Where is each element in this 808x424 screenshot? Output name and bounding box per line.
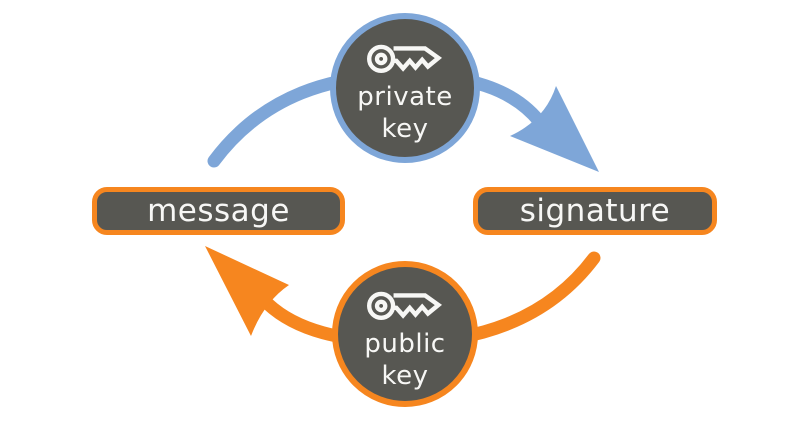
message-label: message — [147, 193, 290, 229]
key-icon — [367, 291, 443, 321]
signature-label: signature — [519, 193, 671, 229]
private-key-label-line2: key — [381, 114, 429, 144]
sign-arrowhead-icon — [510, 86, 599, 172]
signature-node: signature — [473, 187, 717, 235]
public-key-label: public key — [364, 328, 445, 392]
verify-arrowhead-icon — [205, 246, 289, 336]
private-key-label-line1: private — [357, 82, 453, 112]
public-key-label-line2: key — [381, 361, 429, 391]
key-icon — [367, 44, 443, 74]
public-key-node: public key — [332, 261, 478, 407]
private-key-node: private key — [330, 13, 480, 163]
message-node: message — [92, 187, 345, 235]
public-key-label-line1: public — [364, 329, 446, 359]
private-key-label: private key — [357, 81, 452, 145]
